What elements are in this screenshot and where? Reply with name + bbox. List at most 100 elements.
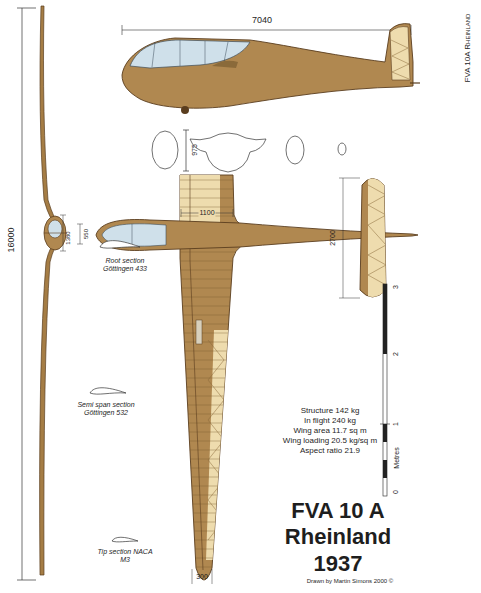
wing-rib (176, 585, 262, 586)
wing-rib (176, 486, 262, 487)
wing-rib (176, 270, 262, 271)
wing-rib (176, 477, 262, 478)
credit: Drawn by Martin Simons 2000 © (307, 578, 393, 585)
wing-rib (176, 180, 262, 181)
data-line: Aspect ratio 21.9 (300, 446, 360, 455)
front-view-part (77, 244, 83, 245)
wing-rib (176, 531, 262, 532)
wing-rib (176, 342, 262, 343)
wing-rib (176, 252, 262, 253)
wing-rib (176, 351, 262, 352)
plan-wing-part (196, 320, 202, 344)
wing-rib (176, 495, 262, 496)
dimension: 300 (196, 573, 208, 581)
plan-wing-part (212, 569, 213, 584)
front-view (17, 6, 83, 580)
scale-number: 3 (392, 285, 400, 289)
dimension: 1100 (198, 209, 215, 217)
plan-fuselage-part (368, 176, 388, 301)
side-view-part (130, 40, 250, 68)
scale-number: 0 (392, 490, 400, 494)
front-view-part (17, 8, 36, 9)
wing-rib (176, 558, 262, 559)
plan-fuselage-part (339, 178, 360, 179)
dimension: 7040 (252, 15, 272, 25)
wing-rib (176, 288, 262, 289)
wing-rib (176, 441, 262, 442)
front-view-part (48, 220, 62, 238)
side-view-part (212, 61, 238, 68)
vertical-title: FVA 10A Rheinland (463, 14, 472, 83)
wing-rib (176, 333, 262, 334)
wing-rib (176, 360, 262, 361)
wing-rib (176, 189, 262, 190)
dimension: 1380 (65, 231, 72, 244)
airfoil-sections (90, 241, 140, 542)
plan-fuselage-part (132, 224, 133, 246)
wing-rib (176, 387, 262, 388)
wing-rib (176, 576, 262, 577)
dimension: 2700 (329, 230, 337, 246)
wing-rib (176, 369, 262, 370)
wing-rib (176, 540, 262, 541)
wing-rib (176, 324, 262, 325)
wing-rib (176, 405, 262, 406)
plan-wing-part (192, 569, 193, 584)
plan-fuselage-part (343, 178, 344, 298)
side-view-part (390, 27, 410, 80)
cross-sections (152, 130, 346, 172)
section-note: Tip section NACA M3 (93, 548, 157, 564)
wing-rib (176, 315, 262, 316)
section-note: Root section Göttingen 433 (90, 257, 160, 273)
side-view-part (122, 25, 123, 35)
airfoil-sections-part (90, 388, 126, 394)
cross-sections-part (190, 133, 266, 172)
wing-rib (176, 279, 262, 280)
cross-sections-part (186, 130, 187, 171)
front-view-part (40, 6, 60, 575)
cross-sections-part (152, 131, 178, 169)
plan-wing-part (233, 209, 234, 217)
front-view-part (17, 580, 36, 581)
front-view-part (63, 215, 64, 251)
wing-rib (176, 198, 262, 199)
data-line: In flight 240 kg (304, 416, 356, 425)
scale-unit: Metres (393, 447, 401, 468)
section-note: Semi span section Göttingen 532 (64, 401, 148, 417)
side-view-part (122, 30, 411, 31)
side-view-part (410, 82, 420, 83)
scale-bar-part (383, 460, 387, 478)
plan-fuselage (96, 176, 418, 301)
wing-rib (176, 396, 262, 397)
wing-rib (176, 207, 262, 208)
scale-bar-part (383, 424, 387, 442)
wing-rib (176, 504, 262, 505)
wing-rib (176, 423, 262, 424)
airfoil-sections-part (112, 537, 138, 542)
scale-bar-part (383, 284, 387, 496)
wing-rib (176, 567, 262, 568)
wing-rib (176, 450, 262, 451)
front-view-part (80, 224, 81, 244)
cross-sections-part (183, 130, 189, 131)
cross-sections-part (338, 143, 346, 155)
side-view-part (122, 24, 413, 109)
front-view-part (44, 233, 66, 234)
wing-rib (176, 459, 262, 460)
plan-fuselage-part (339, 298, 360, 299)
wing-rib (176, 432, 262, 433)
wing-rib (176, 378, 262, 379)
data-line: Wing area 11.7 sq m (293, 426, 366, 435)
front-view-part (60, 215, 66, 216)
data-line: Wing loading 20.5 kg/sq m (283, 436, 377, 445)
wing-rib (176, 216, 262, 217)
scale-bar-part (380, 424, 390, 425)
wing-rib (176, 414, 262, 415)
scale-number: 2 (392, 352, 400, 356)
wing-rib (176, 468, 262, 469)
side-view (122, 24, 420, 114)
airfoil-sections-part (100, 241, 140, 249)
front-view-part (22, 8, 23, 580)
plan-wing-part (181, 209, 182, 217)
